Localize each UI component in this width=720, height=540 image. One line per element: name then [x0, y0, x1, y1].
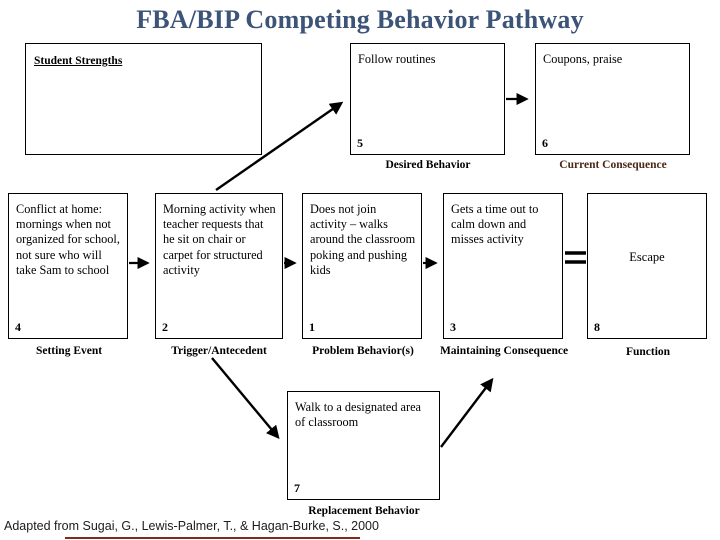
maintaining-consequence-text: Gets a time out to calm down and misses … [451, 202, 539, 247]
problem-behavior-caption: Problem Behavior(s) [312, 345, 414, 357]
setting-event-caption: Setting Event [35, 345, 103, 357]
trigger-antecedent-text: Morning activity when teacher requests t… [163, 202, 276, 277]
citation-text: Adapted from Sugai, G., Lewis-Palmer, T.… [4, 519, 379, 533]
student-strengths-heading: Student Strengths [34, 55, 123, 67]
function-caption: Function [625, 346, 671, 358]
setting-event-box: Conflict at home: mornings when not orga… [8, 193, 128, 339]
trigger-antecedent-caption: Trigger/Antecedent [171, 345, 267, 357]
problem-behavior-text: Does not join activity – walks around th… [310, 202, 416, 277]
desired-behavior-box: Follow routines 5 [350, 43, 505, 155]
current-consequence-box: Coupons, praise 6 [535, 43, 690, 155]
problem-behavior-box: Does not join activity – walks around th… [302, 193, 422, 339]
setting-event-text: Conflict at home: mornings when not orga… [16, 202, 120, 277]
desired-behavior-number: 5 [357, 136, 363, 150]
function-number: 8 [594, 320, 600, 334]
current-consequence-number: 6 [542, 136, 548, 150]
replacement-behavior-caption: Replacement Behavior [308, 505, 420, 517]
replacement-behavior-number: 7 [294, 481, 300, 495]
current-consequence-text: Coupons, praise [543, 52, 623, 66]
arrow-trigger-to-replacement [211, 357, 280, 440]
problem-behavior-number: 1 [309, 320, 315, 334]
desired-behavior-text: Follow routines [358, 52, 436, 66]
maintaining-consequence-box: Gets a time out to calm down and misses … [443, 193, 563, 339]
replacement-behavior-box: Walk to a designated area of classroom 7 [287, 391, 440, 500]
function-text: Escape [629, 249, 665, 264]
current-consequence-caption: Current Consequence [559, 159, 667, 171]
trigger-antecedent-number: 2 [162, 320, 168, 334]
student-strengths-box: Student Strengths [25, 43, 262, 155]
trigger-antecedent-box: Morning activity when teacher requests t… [155, 193, 283, 339]
arrow-replacement-to-maintaining [440, 377, 494, 448]
maintaining-consequence-number: 3 [450, 320, 456, 334]
replacement-behavior-text: Walk to a designated area of classroom [295, 400, 422, 430]
maintaining-consequence-caption: Maintaining Consequence [439, 345, 569, 357]
function-box: Escape 8 [587, 193, 707, 339]
setting-event-number: 4 [15, 320, 21, 334]
desired-behavior-caption: Desired Behavior [385, 159, 471, 171]
page-title: FBA/BIP Competing Behavior Pathway [136, 5, 584, 34]
equals-sign [565, 251, 586, 264]
footer-underline [65, 537, 360, 539]
